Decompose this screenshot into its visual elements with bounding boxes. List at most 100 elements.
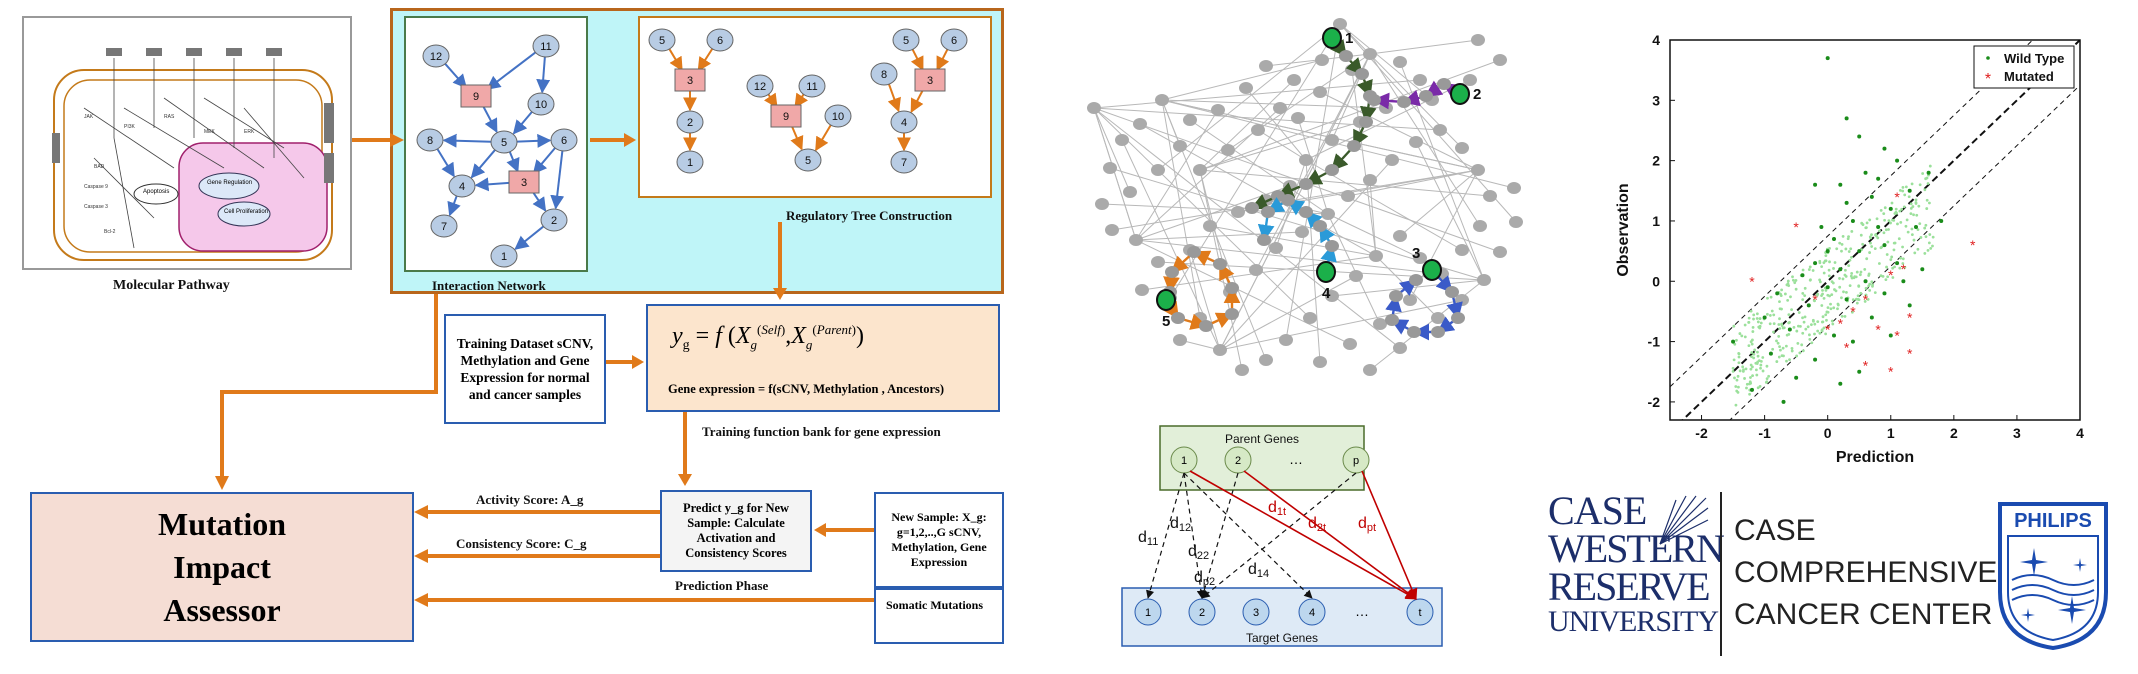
- cloud-point: [1869, 241, 1872, 245]
- graph-node: [1413, 74, 1427, 86]
- svg-text:Caspase 9: Caspase 9: [84, 184, 108, 190]
- graph-edge: [1189, 249, 1221, 351]
- network-edge: [506, 151, 520, 173]
- cloud-point: [1921, 172, 1925, 175]
- wild-type-point: [1920, 267, 1925, 272]
- svg-text:7: 7: [901, 157, 907, 169]
- network-edge: [514, 225, 545, 250]
- cloud-point: [1910, 227, 1914, 231]
- cloud-point: [1836, 303, 1840, 307]
- cloud-point: [1861, 223, 1865, 226]
- target-node-1: [1134, 598, 1162, 626]
- tree3-node-6: 6: [940, 28, 968, 52]
- graph-edge: [1209, 225, 1377, 257]
- cloud-point: [1849, 247, 1853, 251]
- graph-node: [1259, 354, 1273, 366]
- graph-path-node: [1225, 308, 1239, 320]
- cloud-point: [1850, 230, 1854, 233]
- cloud-point: [1807, 268, 1811, 271]
- cloud-point: [1896, 222, 1899, 226]
- chart-legend: Wild Type*Mutated: [1973, 45, 2075, 89]
- cloud-point: [1758, 317, 1762, 320]
- tree3-node-7: 7: [890, 150, 918, 174]
- graph-path-node: [1407, 326, 1421, 338]
- cloud-point: [1901, 245, 1904, 249]
- y-tick-label: 3: [1652, 92, 1660, 108]
- graph-node: [1507, 182, 1521, 194]
- svg-text:Bcl-2: Bcl-2: [104, 229, 116, 235]
- cloud-point: [1902, 205, 1906, 209]
- cloud-point: [1833, 261, 1837, 264]
- graph-edge: [1161, 59, 1323, 101]
- graph-path-node: [1313, 220, 1327, 232]
- network-node-6: 6: [550, 128, 578, 152]
- graph-node: [1251, 124, 1265, 136]
- graph-path-node: [1261, 206, 1275, 218]
- graph-node: [1471, 34, 1485, 46]
- dashed-label: d22: [1188, 543, 1209, 562]
- target-node-4: [1298, 598, 1326, 626]
- cloud-point: [1765, 364, 1769, 368]
- cloud-point: [1928, 164, 1932, 168]
- cloud-point: [1820, 294, 1823, 298]
- graph-edge: [1093, 107, 1441, 131]
- cloud-point: [1756, 350, 1759, 354]
- graph-node: [1369, 250, 1383, 262]
- graph-node: [1341, 190, 1355, 202]
- cloud-point: [1891, 276, 1895, 279]
- cloud-point: [1791, 278, 1795, 282]
- cloud-point: [1759, 366, 1762, 370]
- cloud-point: [1856, 294, 1860, 298]
- cloud-point: [1803, 286, 1807, 290]
- cloud-point: [1758, 326, 1762, 330]
- cloud-point: [1843, 273, 1847, 277]
- red-edge: [1361, 470, 1418, 601]
- svg-text:12: 12: [430, 51, 442, 63]
- cloud-point: [1898, 266, 1902, 270]
- cloud-point: [1789, 295, 1792, 299]
- cloud-point: [1830, 319, 1834, 323]
- wild-type-point: [1863, 279, 1868, 284]
- graph-node: [1363, 48, 1377, 60]
- graph-edge: [1093, 107, 1311, 319]
- plot-area: [1669, 39, 2081, 421]
- cloud-point: [1851, 298, 1855, 302]
- cloud-point: [1755, 373, 1759, 377]
- cloud-point: [1844, 247, 1848, 251]
- cloud-point: [1931, 244, 1934, 248]
- graph-edge: [1135, 109, 1219, 241]
- cloud-point: [1740, 334, 1744, 338]
- svg-text:3: 3: [927, 75, 933, 87]
- cloud-point: [1787, 313, 1791, 317]
- graph-node: [1133, 118, 1147, 130]
- tree-edge: [790, 124, 804, 151]
- mutated-point: *: [1838, 315, 1844, 331]
- cloud-point: [1918, 183, 1922, 187]
- cloud-point: [1782, 354, 1785, 358]
- mutated-point: *: [1863, 358, 1869, 374]
- cloud-point: [1889, 221, 1892, 225]
- cloud-point: [1879, 208, 1883, 212]
- graph-node: [1193, 164, 1207, 176]
- graph-node: [1349, 270, 1363, 282]
- cloud-point: [1910, 233, 1914, 237]
- target-genes-box: [1121, 587, 1443, 647]
- network-edge: [444, 63, 468, 89]
- cloud-point: [1736, 374, 1740, 378]
- graph-node: [1393, 56, 1407, 68]
- graph-edge: [1399, 169, 1479, 237]
- dashed-label: d11: [1138, 529, 1158, 548]
- interaction-network-label: Interaction Network: [432, 278, 546, 293]
- dashed-edge: [1146, 472, 1185, 599]
- graph-node: [1385, 154, 1399, 166]
- tree-edge: [910, 88, 925, 114]
- graph-path-node: [1431, 326, 1445, 338]
- dashed-edge: [1183, 472, 1313, 599]
- cloud-point: [1820, 304, 1824, 307]
- wild-type-point: [1762, 315, 1767, 320]
- cloud-point: [1813, 299, 1816, 303]
- cloud-point: [1822, 261, 1826, 265]
- graph-node: [1483, 190, 1497, 202]
- network-node-9: 9: [460, 84, 492, 108]
